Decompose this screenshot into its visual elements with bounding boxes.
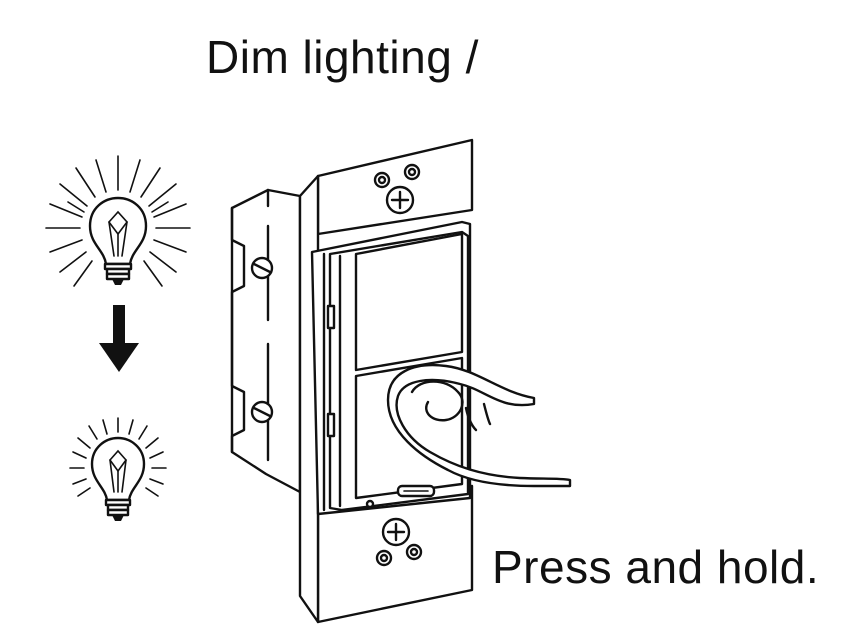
- dim-lightbulb-icon: [69, 417, 167, 521]
- smart-dimmer-switch: [230, 138, 474, 624]
- side-terminal-screw-bottom: [250, 400, 274, 424]
- instruction-press-and-hold: Press and hold.: [492, 541, 820, 593]
- down-arrow-icon: [99, 305, 139, 372]
- air-gap-slider: [396, 484, 436, 498]
- side-terminal-screw-top: [250, 256, 274, 280]
- pressing-finger: [386, 364, 572, 488]
- heading-dim-lighting: Dim lighting /: [206, 31, 479, 83]
- bottom-mounting-screw: [381, 517, 411, 547]
- top-mounting-screw: [385, 185, 415, 215]
- bright-lightbulb-icon: [45, 155, 191, 287]
- upper-paddle-button: [354, 232, 464, 372]
